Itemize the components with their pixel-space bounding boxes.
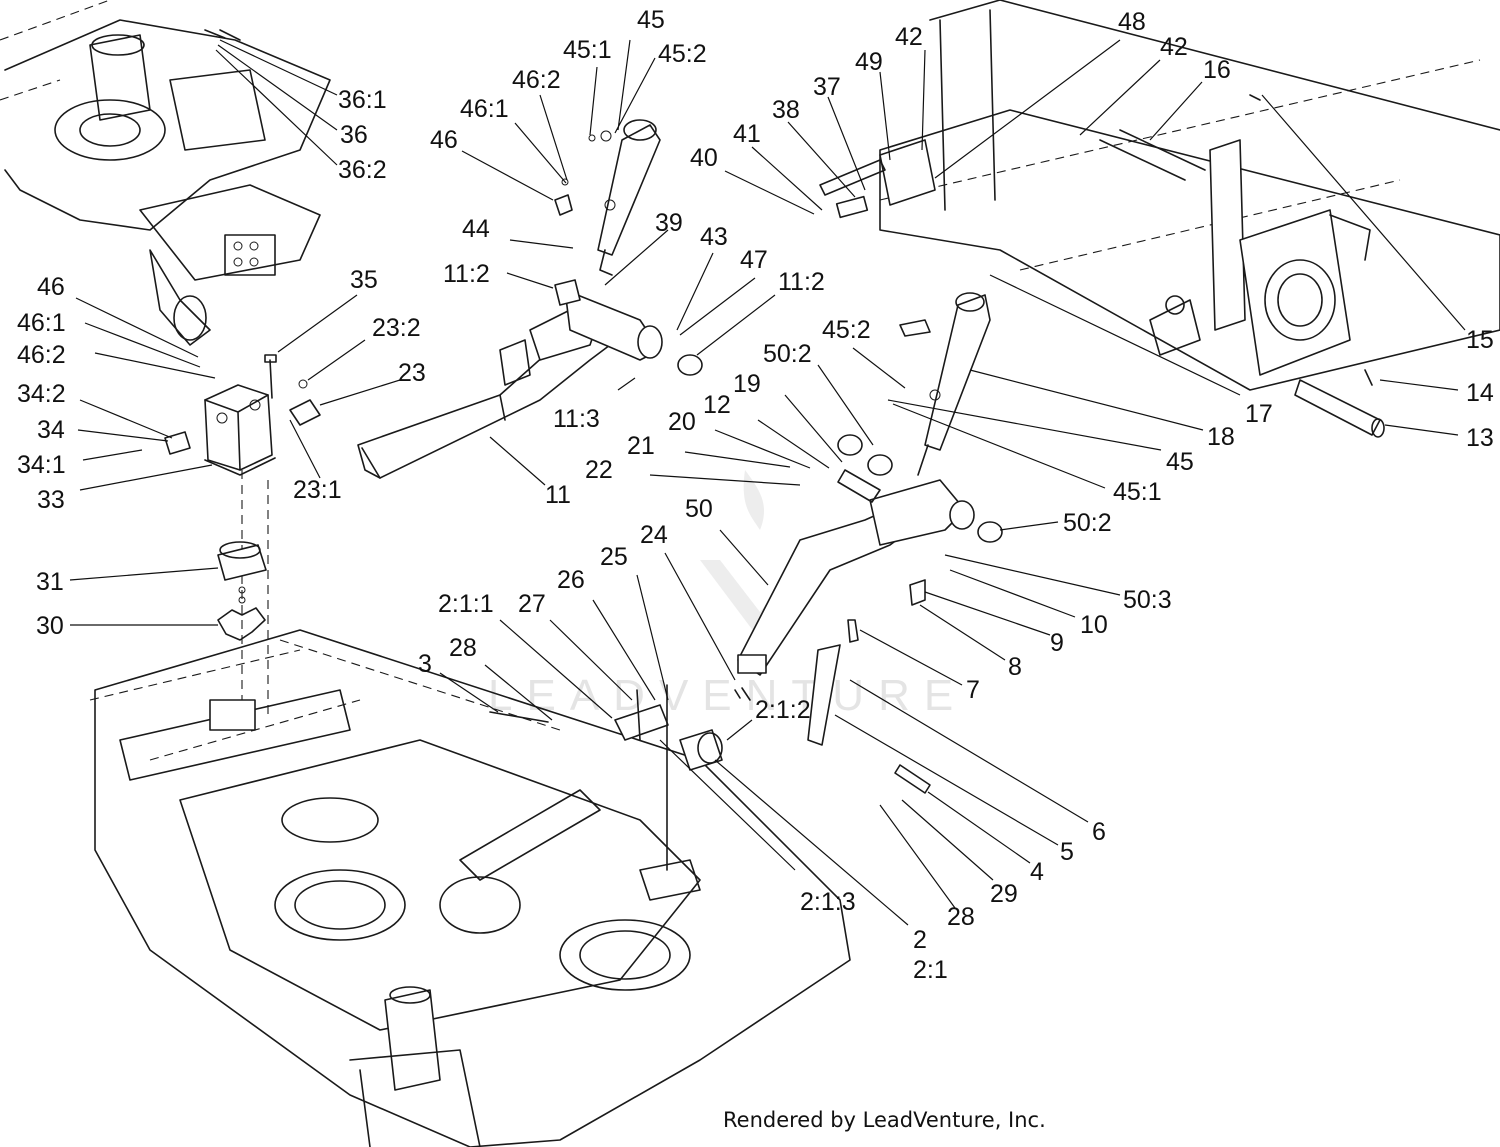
deck-link-rod <box>807 579 926 746</box>
callout-12: 12 <box>703 391 731 419</box>
callout-20: 20 <box>668 408 696 436</box>
callout-18: 18 <box>1207 423 1235 451</box>
callout-23-2: 23:2 <box>372 314 421 342</box>
callout-38: 38 <box>772 96 800 124</box>
callout-25: 25 <box>600 543 628 571</box>
callout-45-2-mid: 45:2 <box>822 316 871 344</box>
callout-45-1-mid: 45:1 <box>1113 478 1162 506</box>
callout-21: 21 <box>627 432 655 460</box>
callout-23: 23 <box>398 359 426 387</box>
callout-50-3: 50:3 <box>1123 586 1172 614</box>
callout-46-left: 46 <box>37 273 65 301</box>
callout-43: 43 <box>700 223 728 251</box>
pivot-pin-13 <box>1294 369 1385 438</box>
callout-15: 15 <box>1466 326 1494 354</box>
callout-44: 44 <box>462 215 490 243</box>
callout-11-3: 11:3 <box>553 405 600 433</box>
callout-24: 24 <box>640 521 668 549</box>
hydraulic-pump <box>164 354 321 476</box>
watermark-text: LEADVENTURE <box>488 671 967 720</box>
render-credit: Rendered by LeadVenture, Inc. <box>723 1108 1046 1132</box>
callout-22: 22 <box>585 456 613 484</box>
callout-37: 37 <box>813 73 841 101</box>
callout-13: 13 <box>1466 424 1494 452</box>
callout-16: 16 <box>1203 56 1231 84</box>
callout-49: 49 <box>855 48 883 76</box>
callout-50-2-b: 50:2 <box>1063 509 1112 537</box>
callout-36-2: 36:2 <box>338 156 387 184</box>
lift-arm-11 <box>357 279 703 479</box>
callout-6: 6 <box>1092 818 1106 846</box>
callout-34-2: 34:2 <box>17 380 66 408</box>
callout-28-b: 28 <box>947 903 975 931</box>
callout-40: 40 <box>690 144 718 172</box>
leader-lines <box>69 39 1466 926</box>
callout-33: 33 <box>37 486 65 514</box>
callout-26: 26 <box>557 566 585 594</box>
callout-29: 29 <box>990 880 1018 908</box>
height-adjust-linkage <box>489 684 931 871</box>
callout-50-2-a: 50:2 <box>763 340 812 368</box>
callout-11-2-a: 11:2 <box>443 260 490 288</box>
callout-34-1: 34:1 <box>17 451 66 479</box>
callout-46-1-left: 46:1 <box>17 309 66 337</box>
callout-11-2-b: 11:2 <box>778 268 825 296</box>
callout-35: 35 <box>350 266 378 294</box>
callout-2-1-3: 2:1:3 <box>800 888 856 916</box>
callout-10: 10 <box>1080 611 1108 639</box>
callout-11: 11 <box>545 481 571 509</box>
hydraulic-cylinder-top <box>554 119 661 276</box>
callout-7: 7 <box>966 676 980 704</box>
callout-48: 48 <box>1118 8 1146 36</box>
mower-deck <box>89 629 851 1147</box>
callout-27: 27 <box>518 590 546 618</box>
callout-17: 17 <box>1245 400 1273 428</box>
lift-arm-50 <box>737 434 1003 676</box>
callout-47: 47 <box>740 246 768 274</box>
callout-9: 9 <box>1050 629 1064 657</box>
callout-42-a: 42 <box>895 23 923 51</box>
callout-45-top: 45 <box>637 6 665 34</box>
coupler-hub <box>217 470 269 720</box>
callout-30: 30 <box>36 612 64 640</box>
callout-50: 50 <box>685 495 713 523</box>
callout-2: 2 <box>913 926 927 954</box>
callout-8: 8 <box>1008 653 1022 681</box>
callout-23-1: 23:1 <box>293 476 342 504</box>
callout-14: 14 <box>1466 379 1494 407</box>
hydraulic-cylinder-mid <box>899 292 991 476</box>
callout-31: 31 <box>36 568 64 596</box>
callout-2-1: 2:1 <box>913 956 948 984</box>
callout-46-2-left: 46:2 <box>17 341 66 369</box>
callout-36: 36 <box>340 121 368 149</box>
callout-45-mid: 45 <box>1166 448 1194 476</box>
callout-36-1: 36:1 <box>338 86 387 114</box>
callout-19: 19 <box>733 370 761 398</box>
callout-5: 5 <box>1060 838 1074 866</box>
callout-4: 4 <box>1030 858 1044 886</box>
callout-39: 39 <box>655 209 683 237</box>
callout-41: 41 <box>733 120 761 148</box>
callout-45-2-top: 45:2 <box>658 40 707 68</box>
callout-2-1-2: 2:1:2 <box>755 696 811 724</box>
callout-42-b: 42 <box>1160 33 1188 61</box>
callout-28-a: 28 <box>449 634 477 662</box>
callout-3: 3 <box>418 650 432 678</box>
callout-34: 34 <box>37 416 65 444</box>
callout-labels: 36:1 36 36:2 45 45:1 45:2 46:2 46:1 46 4… <box>17 6 1494 984</box>
frame-upper-right <box>819 0 1500 391</box>
callout-2-1-1: 2:1:1 <box>438 590 494 618</box>
callout-46-top: 46 <box>430 126 458 154</box>
pump-mount-assembly <box>0 0 331 346</box>
callout-46-2-top: 46:2 <box>512 66 561 94</box>
callout-46-1-top: 46:1 <box>460 95 509 123</box>
callout-45-1-top: 45:1 <box>563 36 612 64</box>
